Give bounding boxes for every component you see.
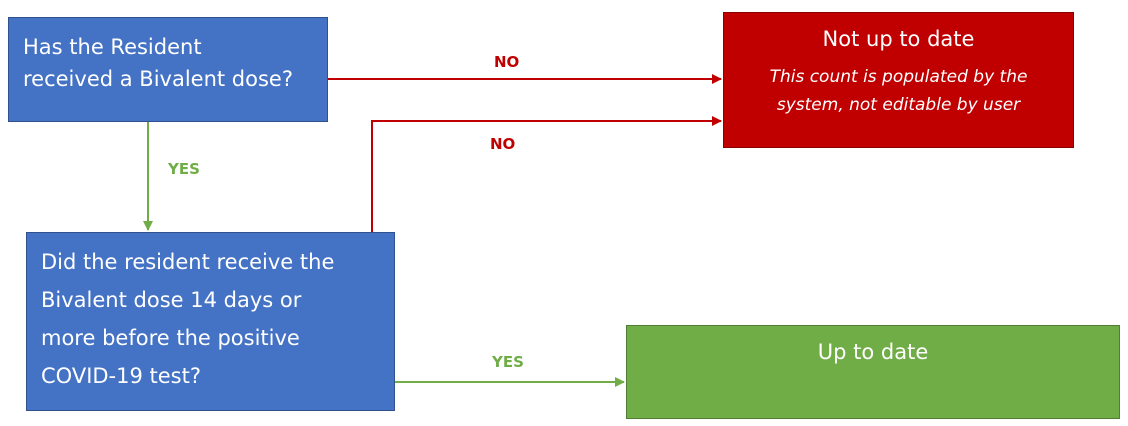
edge-label-q1-yes: YES <box>168 160 200 178</box>
question-bivalent-dose-text: Has the Resident received a Bivalent dos… <box>23 35 293 91</box>
outcome-up-to-date: Up to date <box>626 325 1120 419</box>
q2-no-arrow <box>371 116 722 232</box>
outcome-not-up-to-date-title: Not up to date <box>822 27 975 51</box>
edge-label-q2-yes: YES <box>492 353 524 371</box>
outcome-not-up-to-date-note: This count is populated by the system, n… <box>769 67 1028 115</box>
edge-label-q1-no: NO <box>494 53 520 71</box>
question-14-days-before-test-text: Did the resident receive the Bivalent do… <box>41 250 335 388</box>
edge-label-q2-no: NO <box>490 135 516 153</box>
question-bivalent-dose: Has the Resident received a Bivalent dos… <box>8 17 328 122</box>
outcome-not-up-to-date: Not up to date This count is populated b… <box>723 12 1074 148</box>
question-14-days-before-test: Did the resident receive the Bivalent do… <box>26 232 395 411</box>
outcome-up-to-date-title: Up to date <box>817 340 929 364</box>
